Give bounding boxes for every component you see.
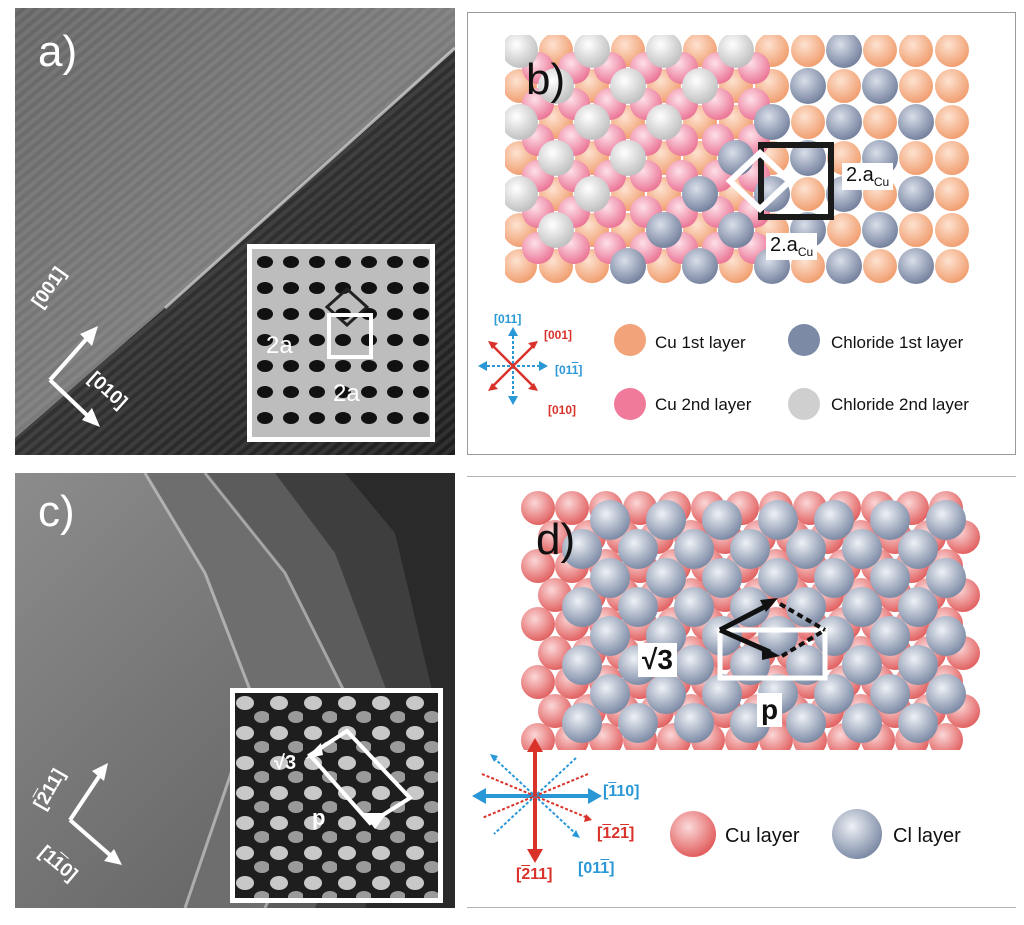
panel-d-legend-cu-swatch [670,811,716,857]
panel-b-compass-01-1bar-b: 1 [571,363,579,377]
panel-b-legend-cl1-label: Chloride 1st layer [831,333,964,352]
panel-d-compass-2bar11: [211] [516,866,552,884]
panel-b-legend-cu1-label: Cu 1st layer [655,333,746,352]
panel-b-lattice-label-bottom-sub: Cu [797,245,814,259]
panel-b-lattice-label-right: 2.aCu [842,163,894,190]
panel-d-c2-a: [ [597,825,603,842]
panel-b-compass-01-1bar: [011] [555,363,582,377]
panel-b-compass-01-1bar-a: [01 [555,363,572,377]
panel-c-inset [230,688,443,903]
panel-d-c1-c: 10] [616,783,640,800]
panel-d-c2-d: 1 [620,825,630,842]
panel-b-compass-01-1bar-c: ] [578,363,583,377]
separator-top [467,476,1016,477]
panel-c-inset-p: p [312,805,326,830]
panel-b-legend-cl2-label: Chloride 2nd layer [831,395,969,414]
panel-b-lattice-label-right-main: 2.a [846,164,874,186]
panel-c-inset-texture [235,693,438,898]
panel-d-c2-b: 1 [602,825,612,842]
panel-a-inset-label-bottom: 2a [333,380,360,407]
panel-d-legend-cl-swatch [832,809,882,859]
panel-a-label: a) [38,27,78,76]
separator-bottom [467,907,1016,908]
panel-d-legend-cl-label: Cl layer [893,825,961,847]
panel-c-label: c) [38,487,75,536]
panel-b-legend-cu2-swatch [614,388,646,420]
panel-d-unit-cell [717,598,828,681]
panel-b-compass-010: [010] [548,403,577,417]
panel-a-inset [247,244,435,442]
panel-a-inset-texture [252,249,430,437]
panel-a-direction-arrows [48,326,100,427]
panel-d-c2-e: ] [629,825,635,842]
panel-b-lattice-label-bottom-main: 2.a [770,234,798,256]
panel-d-c3-c: 11] [530,866,553,883]
panel-b-legend-cl1-swatch [788,324,820,356]
panel-d-c4-c: ] [609,860,615,877]
panel-b-legend-cu1-swatch [614,324,646,356]
panel-b-frame [467,12,1016,455]
panel-b-compass-001: [001] [544,328,573,342]
panel-d-c4-a: [01 [578,860,601,877]
panel-b-legend-cl2-swatch [788,388,820,420]
panel-b-compass-icon [478,327,548,405]
panel-d-compass-icon [472,738,602,863]
panel-d-c4-b: 1 [600,860,610,877]
panel-d-label-p: p [757,693,783,727]
panel-d-c3-a: [ [516,866,522,883]
panel-b-label: b) [526,55,566,104]
panel-a-inset-label-left: 2a [266,332,293,359]
panel-c-inset-sqrt3: √3 [274,752,297,774]
panel-d-compass-1bar21bar: [121] [597,825,634,843]
panel-d-label: d) [536,515,576,564]
panel-d-compass-1bar10: [110] [603,783,639,801]
panel-d-c1-b: 1 [608,783,617,800]
panel-b-lattice-label-bottom: 2.aCu [766,233,818,260]
panel-b-legend-cu2-label: Cu 2nd layer [655,395,752,414]
panel-d-c3-b: 2 [521,866,531,883]
panel-d-compass-011bar: [011] [578,860,614,878]
panel-c-direction-arrows [68,763,122,865]
panel-b-lattice-label-right-sub: Cu [873,175,890,189]
panel-d-legend-cu-label: Cu layer [725,825,800,847]
panel-d-c1-a: [ [603,783,609,800]
panel-d-c2-c: 2 [611,825,621,842]
panel-b-lattice-model [505,35,969,284]
panel-d-label-sqrt3: √3 [638,643,677,677]
panel-b-compass-011: [011] [494,312,522,326]
